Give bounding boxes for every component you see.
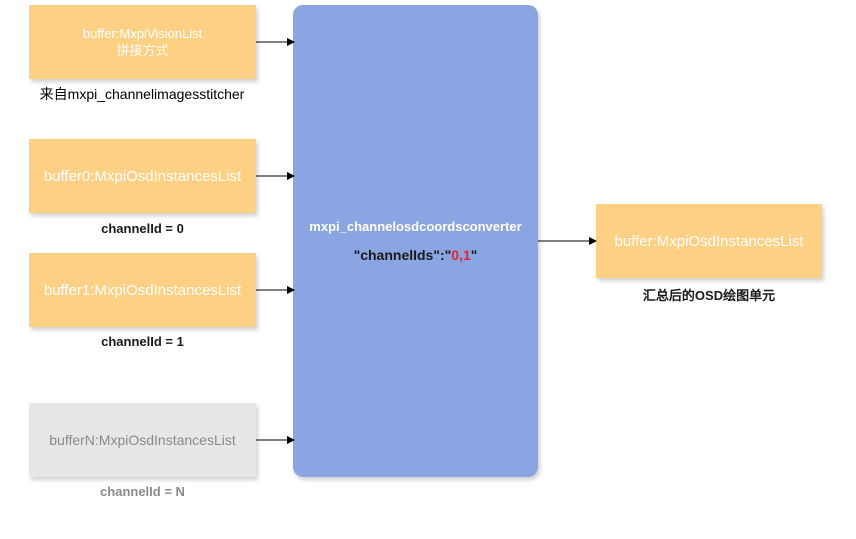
- buffer1-label: buffer1:MxpiOsdInstancesList: [43, 281, 242, 299]
- converter-property-close: ": [470, 247, 478, 263]
- stitch-buffer-type: buffer:MxpiVisionList: [82, 26, 203, 41]
- output-buffer-label: buffer:MxpiOsdInstancesList: [614, 232, 804, 250]
- channelosdcoordsconverter-node[interactable]: mxpi_channelosdcoordsconverter "channelI…: [293, 5, 538, 477]
- bufferN-label: bufferN:MxpiOsdInstancesList: [49, 432, 236, 448]
- stitch-mode-label: 拼接方式: [116, 43, 169, 58]
- stitch-source-caption: 来自mxpi_channelimagesstitcher: [39, 86, 245, 102]
- converter-property: "channelIds":"0,1": [354, 241, 478, 269]
- bufferN-node[interactable]: bufferN:MxpiOsdInstancesList: [29, 403, 256, 477]
- buffer0-channel-caption: channelId = 0: [101, 221, 184, 236]
- bufferN-channel-caption: channelId = N: [100, 484, 185, 499]
- converter-name: mxpi_channelosdcoordsconverter: [309, 219, 522, 234]
- buffer1-channel-caption: channelId = 1: [101, 334, 184, 349]
- buffer0-label: buffer0:MxpiOsdInstancesList: [43, 167, 242, 185]
- buffer0-node[interactable]: buffer0:MxpiOsdInstancesList: [29, 139, 256, 213]
- converter-property-value: 0,1: [451, 247, 471, 263]
- converter-property-key: "channelIds":": [353, 247, 452, 263]
- output-buffer-node[interactable]: buffer:MxpiOsdInstancesList: [596, 204, 822, 278]
- output-caption: 汇总后的OSD绘图单元: [642, 288, 776, 303]
- stitch-buffer-node[interactable]: buffer:MxpiVisionList 拼接方式: [29, 5, 256, 79]
- buffer1-node[interactable]: buffer1:MxpiOsdInstancesList: [29, 253, 256, 327]
